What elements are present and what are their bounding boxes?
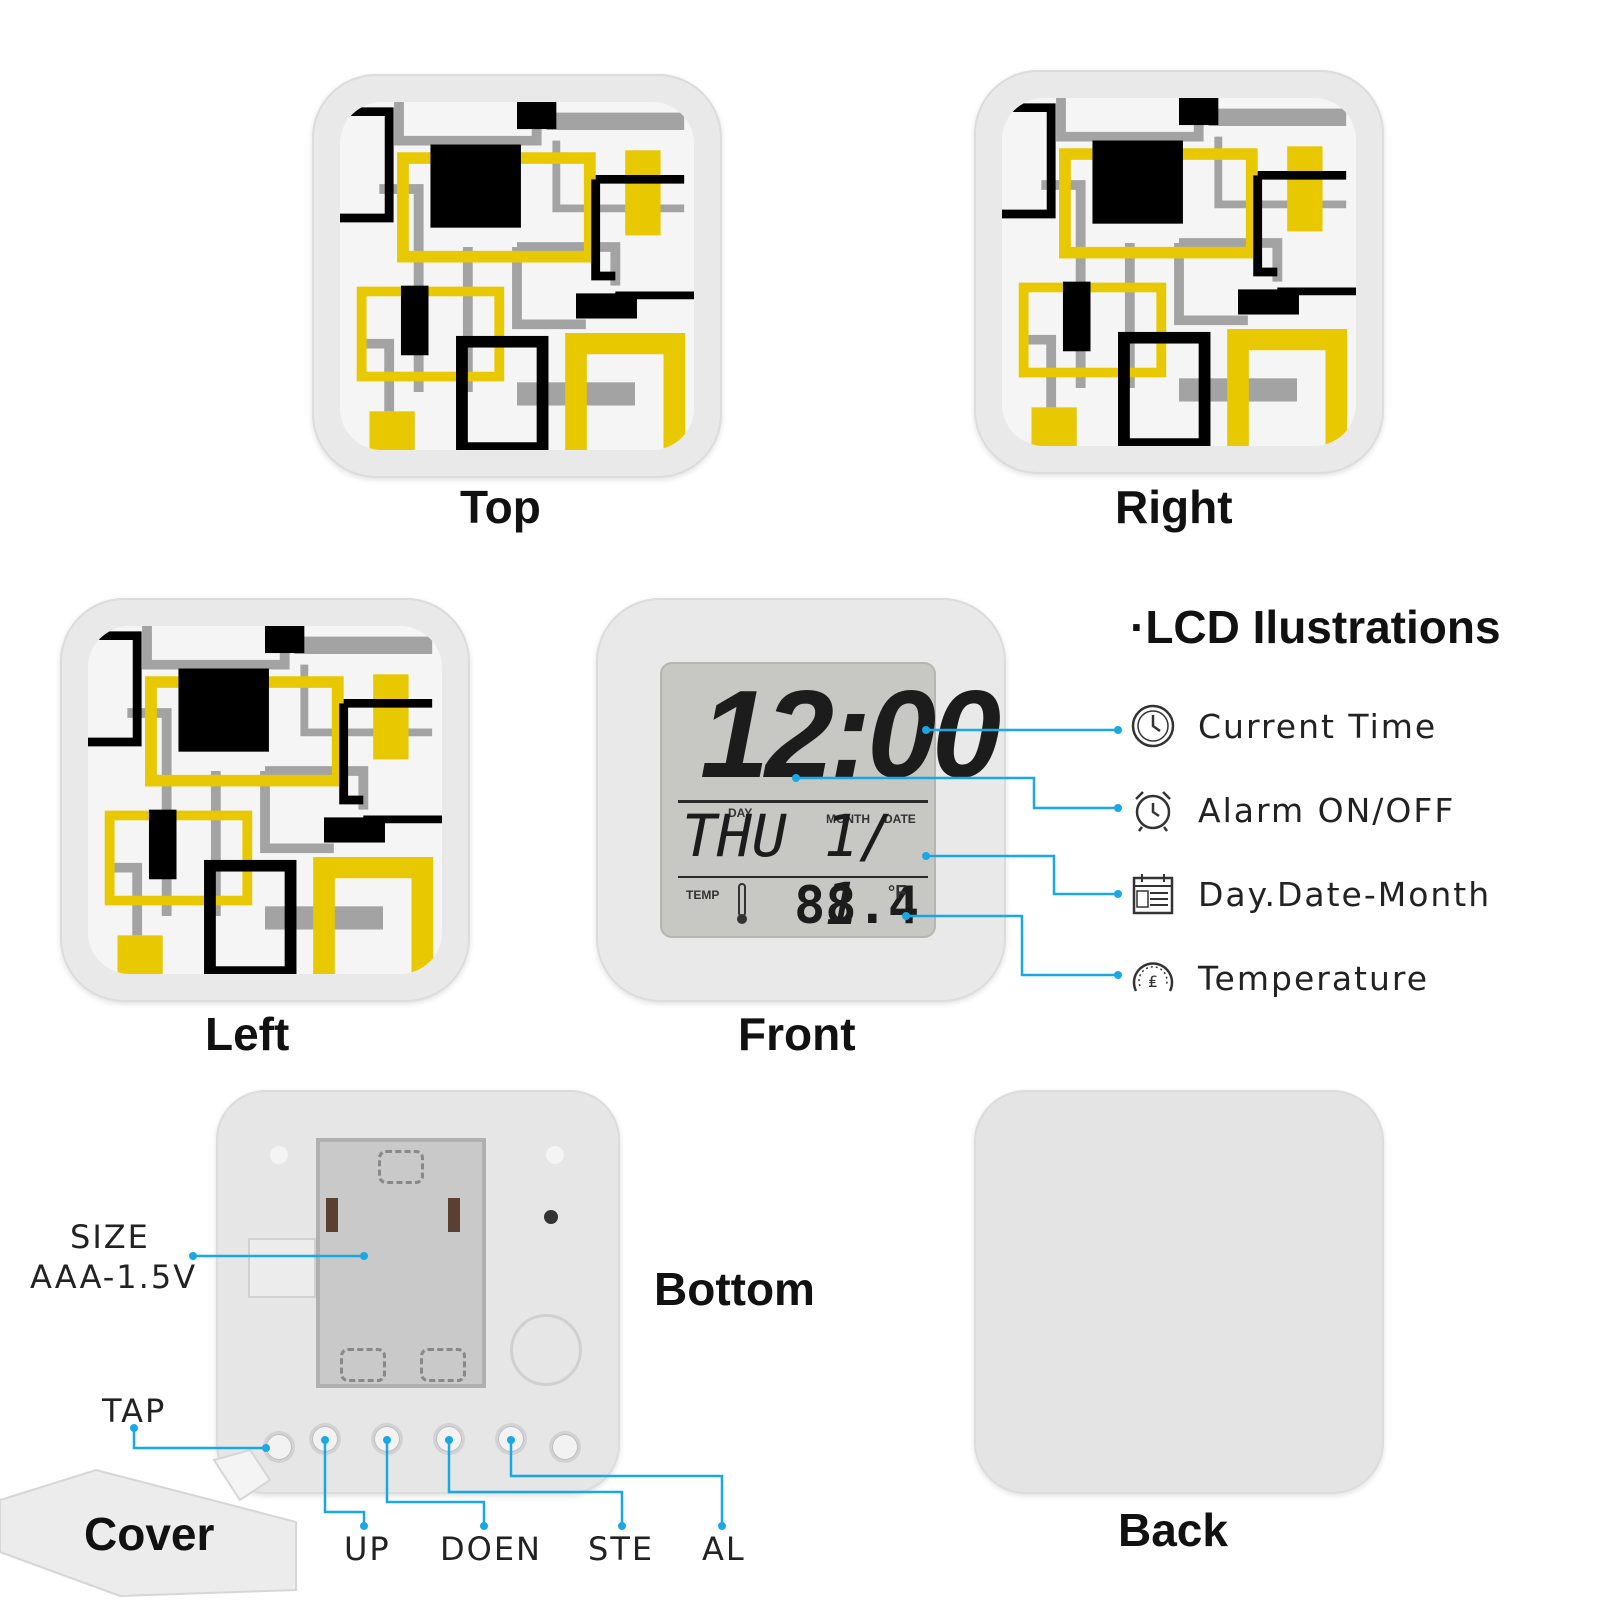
- back-view-cube: [974, 1090, 1384, 1494]
- svg-text:₤: ₤: [1148, 972, 1158, 991]
- legend-label: Day.Date-Month: [1198, 874, 1492, 914]
- tap-label: TAP: [102, 1392, 167, 1430]
- legend-item-current-time: Current Time: [1130, 698, 1437, 754]
- set-label: STE: [588, 1530, 655, 1568]
- lcd-day: THU: [682, 802, 787, 870]
- speaker-ring: [510, 1314, 582, 1386]
- back-view-label: Back: [1118, 1504, 1228, 1556]
- alarm-button[interactable]: [498, 1426, 524, 1452]
- legend-label: Temperature: [1198, 958, 1430, 998]
- size-label: SIZE: [70, 1218, 150, 1256]
- clock-icon: [1131, 704, 1175, 748]
- right-view-label: Right: [1115, 481, 1233, 533]
- battery-contact: [448, 1198, 460, 1232]
- battery-spring: [420, 1348, 466, 1382]
- right-view-cube: [974, 70, 1384, 474]
- legend-item-temperature: ₤ Temperature: [1130, 950, 1429, 1006]
- alarm-clock-icon: [1135, 791, 1171, 832]
- down-button[interactable]: [374, 1426, 400, 1452]
- legend-item-day-date: Day.Date-Month: [1130, 866, 1491, 922]
- compartment-slot: [248, 1238, 316, 1298]
- lcd-temp-unit: °F: [888, 882, 907, 902]
- lcd-month-label: MONTH: [826, 812, 870, 826]
- battery-compartment: [316, 1138, 486, 1388]
- thermometer-icon: [737, 883, 747, 924]
- battery-size-label: AAA-1.5V: [30, 1258, 198, 1296]
- lcd-display: 12:00 DAY MONTH DATE THU 1/ 1 TEMP 88.4 …: [660, 662, 1001, 938]
- right-pattern-face: [1002, 98, 1356, 446]
- battery-cover: [0, 1448, 297, 1598]
- lcd-time: 12:00: [700, 666, 1001, 804]
- lcd-divider-bottom: [678, 876, 928, 878]
- front-view-label: Front: [738, 1008, 856, 1060]
- lcd-temp-value: 88.4: [794, 876, 920, 936]
- lcd-day-label: DAY: [728, 806, 753, 820]
- tap-button[interactable]: [266, 1434, 292, 1460]
- thermometer-gauge-icon: ₤: [1132, 962, 1174, 992]
- top-view-label: Top: [460, 481, 541, 533]
- left-pattern-face: [88, 626, 442, 974]
- set-button[interactable]: [436, 1426, 462, 1452]
- screw-hole: [544, 1210, 558, 1224]
- left-view-cube: [60, 598, 470, 1002]
- lcd-temp-label: TEMP: [686, 888, 720, 902]
- lcd-date: 1/ 1: [824, 802, 894, 938]
- corner-dot: [270, 1146, 288, 1164]
- top-view-cube: [312, 74, 722, 478]
- legend-label: Current Time: [1198, 706, 1438, 746]
- corner-dot: [546, 1146, 564, 1164]
- calendar-icon: [1132, 874, 1174, 915]
- legend-item-alarm: Alarm ON/OFF: [1130, 782, 1455, 838]
- lcd-date-label: DATE: [884, 812, 916, 826]
- legend-label: Alarm ON/OFF: [1198, 790, 1456, 830]
- legend-title: ·LCD Ilustrations: [1130, 601, 1501, 653]
- bottom-view-cube: [216, 1090, 620, 1494]
- down-label: DOEN: [440, 1530, 542, 1568]
- battery-contact: [326, 1198, 338, 1232]
- corner-button: [552, 1434, 578, 1460]
- battery-spring: [378, 1150, 424, 1184]
- left-view-label: Left: [205, 1008, 290, 1060]
- battery-spring: [340, 1348, 386, 1382]
- up-label: UP: [344, 1530, 391, 1568]
- alarm-label: AL: [702, 1530, 746, 1568]
- up-button[interactable]: [312, 1426, 338, 1452]
- top-pattern-face: [340, 102, 694, 450]
- cover-label: Cover: [84, 1508, 215, 1560]
- bottom-view-label: Bottom: [654, 1263, 815, 1315]
